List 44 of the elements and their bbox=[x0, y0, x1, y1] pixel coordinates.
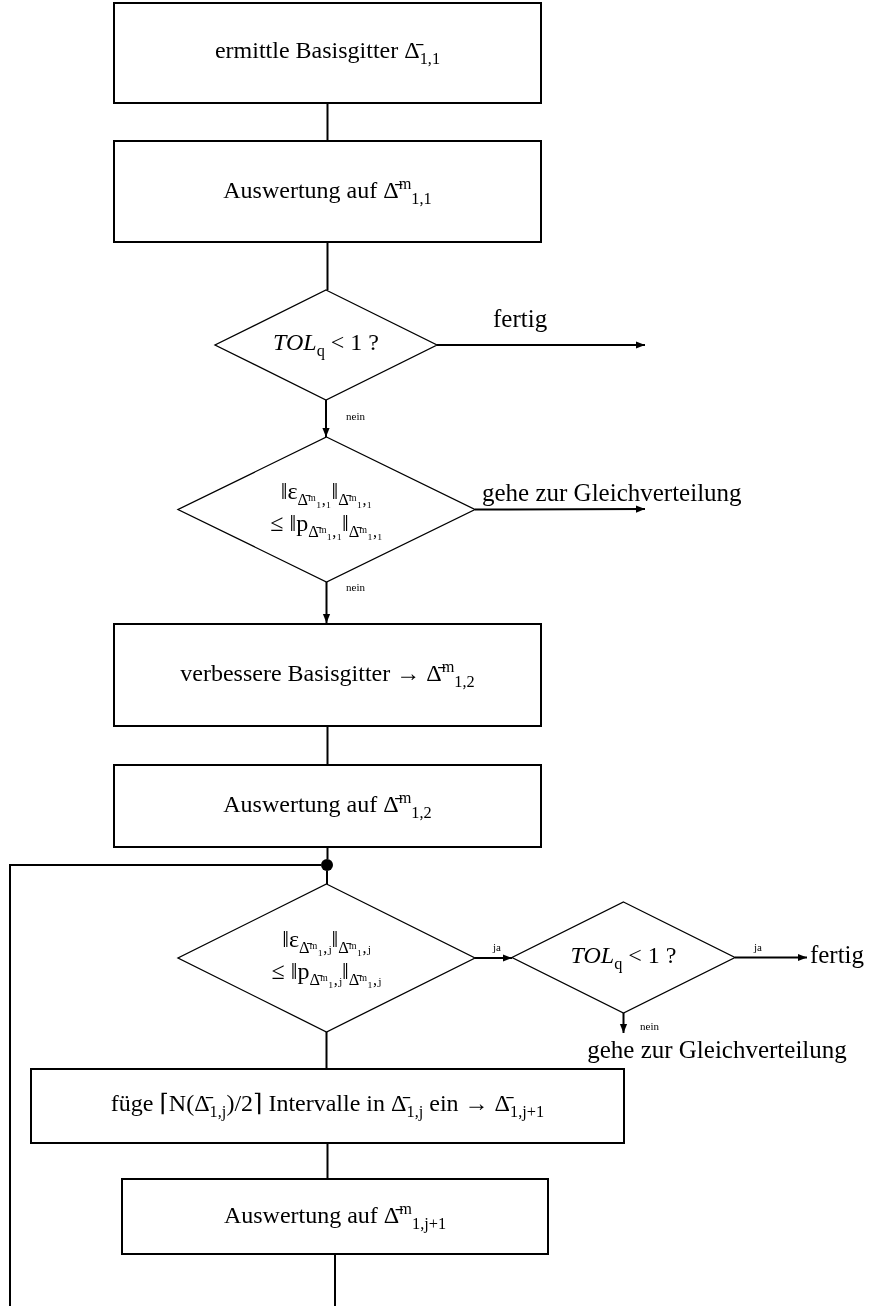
condition-text: ≤ ‖p$_{Δ̄ᵐ₁,ⱼ}$‖$_{Δ̄ᵐ₁,ⱼ}$ bbox=[271, 958, 382, 990]
process-box bbox=[113, 764, 542, 848]
arrow bbox=[619, 1012, 628, 1034]
decision-diamond bbox=[512, 902, 735, 1013]
arrow bbox=[474, 505, 646, 513]
condition-text: ‖ε$_{Δ̄ᵐ₁,₁}$‖$_{Δ̄ᵐ₁,₁}$ bbox=[280, 477, 373, 510]
arrow bbox=[322, 581, 331, 624]
connector-line bbox=[326, 242, 329, 291]
condition-text: ≤ ‖p$_{Δ̄ᵐ₁,₁}$‖$_{Δ̄ᵐ₁,₁}$ bbox=[270, 509, 383, 542]
edge-label: gehe zur Gleichverteilung bbox=[482, 480, 742, 505]
arrow bbox=[474, 954, 513, 962]
decision-diamond bbox=[215, 290, 437, 400]
decision-diamond bbox=[178, 437, 475, 582]
decision-diamond bbox=[178, 884, 475, 1032]
process-box bbox=[113, 623, 542, 727]
edge-label: ja bbox=[754, 942, 762, 953]
edge-label: nein bbox=[640, 1021, 659, 1032]
step-text: ermittle Basisgitter Δ̄$_{1,1}$ bbox=[214, 37, 441, 69]
process-box bbox=[113, 140, 542, 243]
connector-line bbox=[326, 847, 329, 860]
condition-text: TOL$_{q}$ < 1 ? bbox=[570, 941, 677, 974]
connector-line bbox=[326, 1143, 329, 1179]
connector-line bbox=[325, 1031, 328, 1069]
edge-label: ja bbox=[493, 942, 501, 953]
condition-text: ‖ε$_{Δ̄ᵐ₁,ⱼ}$‖$_{Δ̄ᵐ₁,ⱼ}$ bbox=[282, 926, 371, 958]
junction-dot bbox=[321, 859, 333, 871]
connector-line bbox=[326, 870, 328, 885]
outcome-text: fertig bbox=[809, 940, 865, 970]
arrow bbox=[322, 399, 330, 438]
process-box bbox=[113, 2, 542, 104]
process-box bbox=[121, 1178, 549, 1255]
process-box bbox=[30, 1068, 625, 1144]
arrow bbox=[436, 341, 646, 349]
connector-line bbox=[334, 1254, 336, 1306]
edge-label: nein bbox=[346, 411, 365, 422]
outcome-text: gehe zur Gleichverteilung bbox=[587, 1035, 847, 1065]
connector-line bbox=[326, 726, 329, 765]
arrow bbox=[734, 953, 808, 962]
edge-label: nein bbox=[346, 582, 365, 593]
step-text: füge ⌈N(Δ̄$_{1,j}$)/2⌉ Intervalle in Δ̄$_{1,j}$ ein → Δ̄$_{1,j+1}$ bbox=[110, 1090, 545, 1122]
condition-text: TOL$_{q}$ < 1 ? bbox=[273, 329, 379, 361]
connector-line bbox=[326, 103, 329, 141]
connector-line bbox=[9, 864, 322, 1306]
edge-label: fertig bbox=[493, 306, 548, 331]
